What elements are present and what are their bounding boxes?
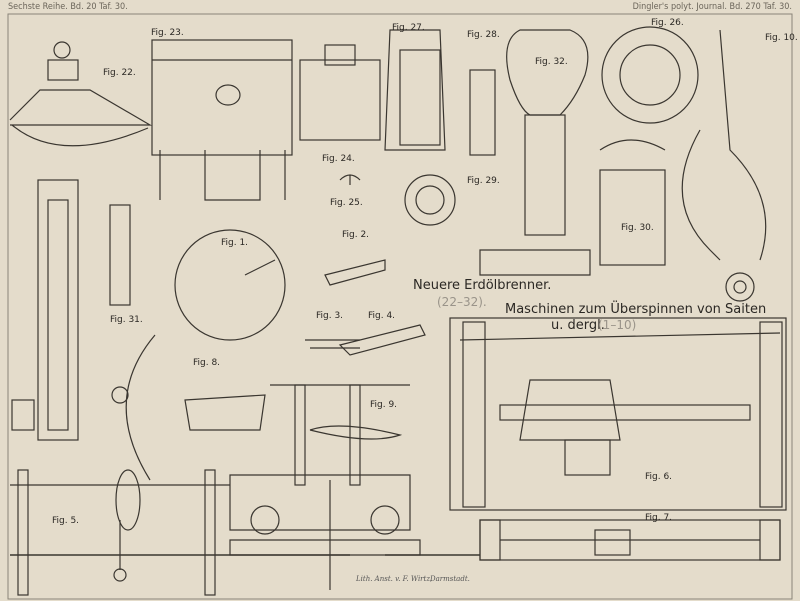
figure-label: Fig. 9. xyxy=(370,400,398,410)
fig23-burner-drawing xyxy=(151,39,293,201)
fig25-drawing xyxy=(339,174,361,185)
fig28-drawing xyxy=(399,49,441,146)
figure-label: Fig. 8. xyxy=(193,358,221,368)
figure-label: Fig. 22. xyxy=(103,68,136,78)
figure-label: Fig. 5. xyxy=(52,516,80,526)
fig27-drawing xyxy=(384,29,446,151)
fig2-drawing xyxy=(324,259,386,286)
figure-label: Fig. 25. xyxy=(330,198,363,208)
section-range-oil-burners: (22–32). xyxy=(437,295,487,309)
fig32-chimney xyxy=(506,29,589,116)
fig5-drawing xyxy=(10,469,230,596)
figure-label: Fig. 2. xyxy=(342,230,370,240)
fig24-drawing xyxy=(299,59,381,141)
figure-label: Fig. 24. xyxy=(322,154,355,164)
fig30-drawing xyxy=(599,169,666,266)
figure-label: Fig. 23. xyxy=(151,28,184,38)
fig3-drawing xyxy=(305,339,360,349)
section-range-machines: (1–10) xyxy=(598,318,637,332)
fig29-drawing xyxy=(404,174,456,226)
figure-label: Fig. 31. xyxy=(110,315,143,325)
fig6-drawing xyxy=(449,317,787,511)
fig9-drawing xyxy=(229,384,421,590)
figure-label: Fig. 4. xyxy=(368,311,396,321)
lithographer-imprint: Lith. Anst. v. F. Wirtz, xyxy=(356,575,433,583)
fig4-drawing xyxy=(338,324,426,356)
figure-label: Fig. 3. xyxy=(316,311,344,321)
figure-label: Fig. 7. xyxy=(645,513,673,523)
arc-drawing xyxy=(125,334,156,481)
imprint-city: Darmstadt. xyxy=(430,575,470,583)
figure-label: Fig. 27. xyxy=(392,23,425,33)
fig22-lamp-drawing xyxy=(9,41,153,441)
section-title-oil-burners: Neuere Erdölbrenner. xyxy=(413,278,552,293)
figure-label: Fig. 30. xyxy=(621,223,654,233)
section-title-machines: Maschinen zum Überspinnen von Saiten xyxy=(505,302,767,317)
figure-label: Fig. 26. xyxy=(651,18,684,28)
fig10-drawing xyxy=(719,29,767,261)
figure-label: Fig. 6. xyxy=(645,472,673,482)
fig31-drawing xyxy=(109,204,131,306)
figure-label: Fig. 1. xyxy=(221,238,249,248)
fig26-drawing xyxy=(601,26,699,124)
figure-label: Fig. 32. xyxy=(535,57,568,67)
figure-label: Fig. 10. xyxy=(765,33,798,43)
fig7-drawing xyxy=(479,519,781,561)
fig8-drawing xyxy=(184,394,266,431)
plate-journal-header: Dingler's polyt. Journal. Bd. 270 Taf. 3… xyxy=(632,2,792,12)
figure-label: Fig. 28. xyxy=(467,30,500,40)
section-title-machines-line2: u. dergl. xyxy=(551,318,605,333)
plate-series-header: Sechste Reihe. Bd. 20 Taf. 30. xyxy=(8,2,128,12)
figure-label: Fig. 29. xyxy=(467,176,500,186)
fig1-drawing xyxy=(174,229,286,341)
